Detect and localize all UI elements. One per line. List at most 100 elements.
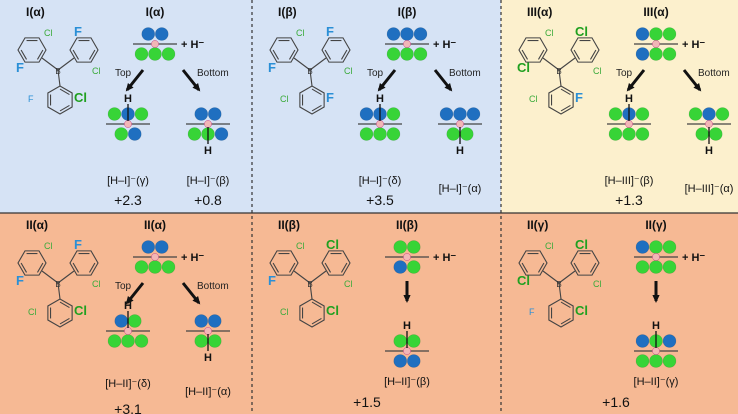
double-bond <box>72 49 80 60</box>
fluorine-ball <box>393 260 408 274</box>
double-bond <box>521 49 529 60</box>
aryl-ring <box>269 250 299 276</box>
chlorine-atom-label: Cl <box>280 307 289 317</box>
chlorine-atom-label: Cl <box>575 303 588 318</box>
aryl-ring <box>69 37 99 63</box>
chlorine-atom-label: Cl <box>92 66 101 76</box>
aryl-ring <box>570 37 600 63</box>
chlorine-ball <box>622 127 636 141</box>
product-label: [H–II]⁻(γ) <box>634 376 679 388</box>
fluorine-ball <box>635 240 650 254</box>
scheme-label: II(γ) <box>645 218 666 232</box>
energy-value: +3.1 <box>114 401 142 414</box>
panel-background-6 <box>501 213 738 414</box>
double-bond <box>560 104 571 112</box>
chlorine-ball <box>161 260 176 274</box>
b-c-bond <box>542 270 560 284</box>
chlorine-ball <box>635 260 650 274</box>
aryl-ring <box>548 85 574 115</box>
fluorine-ball <box>393 354 408 368</box>
double-bond <box>521 262 529 273</box>
chlorine-ball <box>413 47 428 61</box>
b-c-bond <box>57 270 75 284</box>
double-bond <box>36 49 44 60</box>
double-bond <box>560 317 571 325</box>
double-bond <box>589 262 597 273</box>
chlorine-atom-label: Cl <box>344 279 353 289</box>
b-c-bond <box>558 69 562 87</box>
double-bond <box>59 88 70 96</box>
bottom-attack-label: Bottom <box>698 68 730 79</box>
chlorine-ball <box>393 334 408 348</box>
fluorine-ball <box>635 47 650 61</box>
chlorine-ball <box>715 107 730 121</box>
chlorine-ball <box>107 107 122 121</box>
chlorine-ball <box>107 334 122 348</box>
b-c-bond <box>309 270 327 284</box>
chlorine-ball <box>386 107 401 121</box>
fluorine-ball <box>702 107 716 121</box>
chlorine-ball <box>688 107 703 121</box>
chlorine-ball <box>662 260 677 274</box>
double-bond <box>340 49 348 60</box>
chlorine-ball <box>662 240 677 254</box>
b-c-bond <box>309 282 313 300</box>
chlorine-ball <box>446 127 461 141</box>
chlorine-ball <box>459 127 474 141</box>
bottom-attack-label: Bottom <box>197 281 229 292</box>
chlorine-ball <box>134 334 149 348</box>
hydrogen-label: H <box>124 300 132 312</box>
fluorine-ball <box>194 314 209 328</box>
hydrogen-label: H <box>705 145 713 157</box>
b-c-bond <box>293 270 311 284</box>
energy-value: +1.6 <box>602 394 630 410</box>
panel-background-3 <box>501 0 738 213</box>
fluorine-atom-label: F <box>326 24 334 39</box>
aryl-ring <box>299 298 325 328</box>
panel-background-2 <box>252 0 501 213</box>
boron-center <box>705 120 713 128</box>
chlorine-ball <box>662 354 677 368</box>
double-bond <box>537 49 545 60</box>
chlorine-ball <box>406 334 421 348</box>
chlorine-ball <box>359 127 374 141</box>
panel-background-5 <box>252 213 501 414</box>
bottom-arrow-head <box>444 83 453 92</box>
chlorine-atom-label: Cl <box>545 241 554 251</box>
boron-center <box>124 120 132 128</box>
boron-atom-label: B <box>55 280 60 289</box>
top-attack-label: Top <box>616 68 633 79</box>
chlorine-ball <box>695 127 710 141</box>
hydrogen-label: H <box>625 93 633 105</box>
fluorine-ball <box>114 314 129 328</box>
aryl-ring <box>518 37 548 63</box>
double-bond <box>340 262 348 273</box>
double-bond <box>589 49 597 60</box>
fluorine-ball <box>386 27 401 41</box>
boron-center <box>456 120 464 128</box>
product-label: [H–III]⁻(α) <box>685 183 734 195</box>
top-attack-label: Top <box>367 68 384 79</box>
hydride-label: + H⁻ <box>433 39 456 51</box>
fluorine-atom-label: F <box>74 24 82 39</box>
fluorine-ball <box>207 314 222 328</box>
double-bond <box>573 262 581 273</box>
boron-atom-label: B <box>556 280 561 289</box>
aryl-ring <box>269 37 299 63</box>
chlorine-ball <box>608 107 623 121</box>
chlorine-ball <box>406 260 421 274</box>
chlorine-atom-label: Cl <box>517 273 530 288</box>
molecule-label: I(α) <box>26 5 45 19</box>
boron-center <box>652 40 660 48</box>
fluorine-atom-label: F <box>268 60 276 75</box>
molecule-label: II(γ) <box>527 218 548 232</box>
double-bond <box>20 49 28 60</box>
double-bond <box>324 49 332 60</box>
fluorine-ball <box>207 107 222 121</box>
top-attack-label: Top <box>115 281 132 292</box>
boron-center <box>652 253 660 261</box>
fluorine-ball <box>453 107 467 121</box>
double-bond <box>88 262 96 273</box>
